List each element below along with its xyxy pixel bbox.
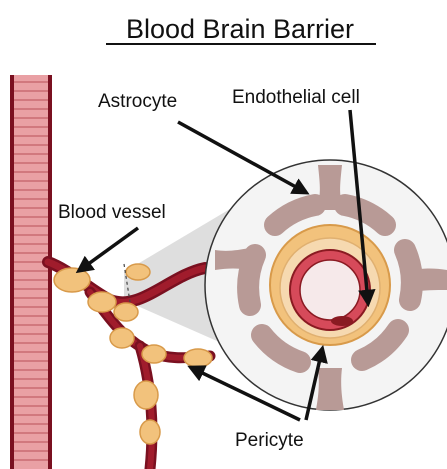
label-pericyte: Pericyte [235,430,304,451]
magnified-cross-section [205,160,447,410]
label-blood-vessel: Blood vessel [58,202,166,223]
astrocyte-process-left [215,248,250,270]
main-blood-vessel [10,75,52,469]
arrow-astrocyte [178,122,305,192]
arrow-blood-vessel [80,228,138,270]
vessel-lumen [300,260,360,320]
label-astrocyte: Astrocyte [98,91,177,112]
astrocyte-process-right [410,269,447,293]
diagram-title: Blood Brain Barrier [126,14,354,44]
endothelial-nucleus [331,316,353,326]
astrocyte-process-bottom [316,368,344,410]
label-endothelial-cell: Endothelial cell [232,87,360,108]
